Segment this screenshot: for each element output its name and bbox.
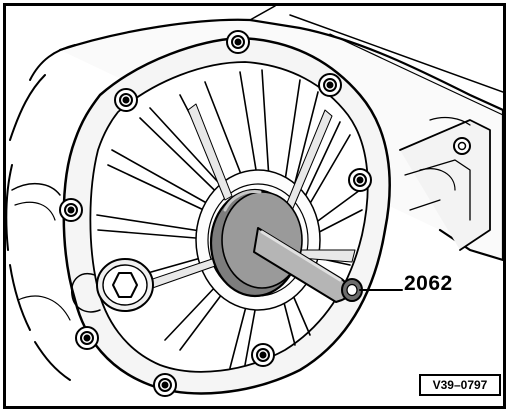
special-tool [209, 188, 403, 303]
bolt [318, 73, 342, 97]
bolt [59, 198, 83, 222]
bolt [226, 30, 250, 54]
bolt [153, 373, 177, 397]
drain-plug [71, 258, 154, 313]
bolt [114, 88, 138, 112]
figure-code-box: V39–0797 [419, 374, 501, 396]
bolt [75, 326, 99, 350]
bolt [348, 168, 372, 192]
tool-number-label: 2062 [404, 272, 453, 295]
bolt [251, 343, 275, 367]
flange-bolts [59, 30, 372, 397]
